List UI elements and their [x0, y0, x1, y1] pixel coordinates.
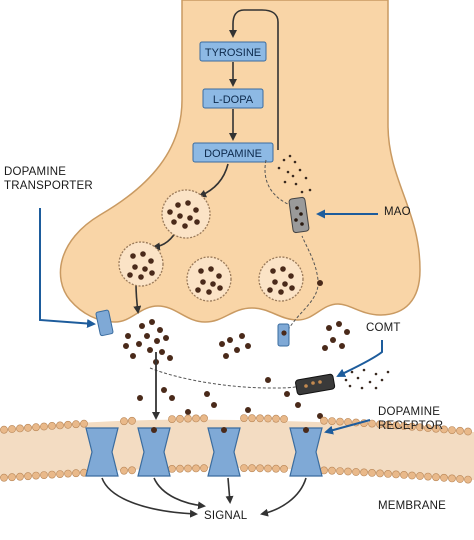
- vesicle: [258, 256, 304, 302]
- dopamine-label: DOPAMINE: [204, 148, 262, 160]
- l-dopa-box: L-DOPA: [202, 88, 264, 109]
- vesicle: [161, 189, 211, 239]
- dopamine-box: DOPAMINE: [192, 142, 274, 163]
- dopamine-receptor: [137, 427, 171, 477]
- dopamine-transporter-label-line1: DOPAMINE: [4, 166, 67, 178]
- comt-label: COMT: [366, 322, 401, 334]
- vesicle: [186, 256, 232, 302]
- dopamine-transporter-label-line2: TRANSPORTER: [4, 180, 93, 192]
- vesicle: [118, 241, 164, 287]
- dopamine-receptor: [289, 427, 323, 477]
- comt-dashed-path: [149, 367, 301, 389]
- postsynaptic-membrane: [0, 414, 474, 484]
- dopamine-molecule: [317, 280, 323, 286]
- arrow-vesicle-to-membrane: [133, 283, 142, 314]
- vesicles: [118, 189, 304, 302]
- recycle-arrow-to-tyrosine: [229, 9, 279, 150]
- mao-enzyme: [288, 196, 310, 234]
- membrane-heads-bottom: [0, 464, 472, 484]
- mao-fragments: [277, 154, 312, 194]
- tyrosine-label: TYROSINE: [205, 47, 261, 59]
- membrane-heads-top: [0, 414, 472, 436]
- dopamine-receptor-label-line1: DOPAMINE: [378, 406, 441, 418]
- dopamine-receptor: [207, 427, 241, 477]
- mao-dashed-path: [264, 159, 291, 206]
- released-dopamine: [123, 319, 350, 419]
- pointer-comt: [336, 340, 383, 377]
- comt-enzyme: [295, 373, 336, 396]
- reuptake-path: [287, 235, 319, 331]
- mao-label: MAO: [384, 206, 411, 218]
- signal-label: SIGNAL: [204, 510, 248, 522]
- l-dopa-label: L-DOPA: [213, 94, 254, 106]
- dopamine-transporter-left: [95, 309, 114, 337]
- signal-arrow-2: [153, 477, 206, 510]
- membrane-label: MEMBRANE: [378, 500, 447, 512]
- signal-arrow-4: [260, 477, 307, 517]
- arrow-dopamine-to-vesicle: [198, 163, 229, 198]
- tyrosine-box: TYROSINE: [199, 41, 267, 62]
- pointer-dopamine-transporter: [39, 208, 96, 328]
- signal-arrow-1: [101, 477, 198, 518]
- dopamine-receptors: [85, 427, 323, 477]
- dopamine-receptor: [85, 427, 119, 477]
- pointer-dopamine-receptor: [324, 419, 371, 435]
- signal-arrow-3: [225, 477, 234, 504]
- dopamine-receptor-label-line2: RECEPTOR: [378, 420, 444, 432]
